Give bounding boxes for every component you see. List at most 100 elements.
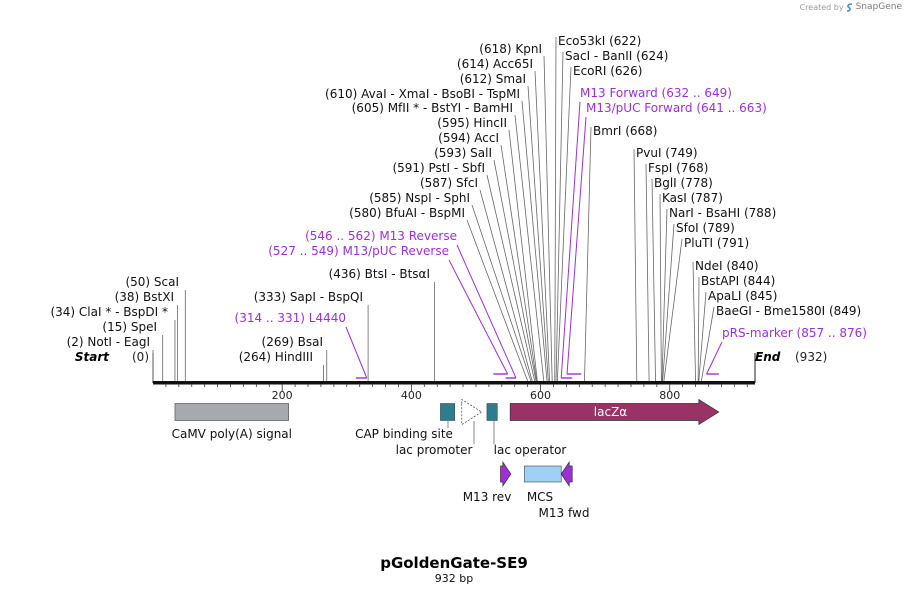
feature-label: MCS xyxy=(527,490,553,504)
feature-lac-operator xyxy=(486,403,498,421)
restriction-site-label: (15) SpeI xyxy=(102,320,157,334)
restriction-site-label: SfoI (789) xyxy=(676,221,735,235)
feature-cap-binding-site xyxy=(440,403,455,421)
feature-lacz- xyxy=(509,398,720,426)
primer-connector xyxy=(560,101,581,379)
cut-site-line xyxy=(493,159,537,382)
snapgene-logo-icon xyxy=(846,2,854,12)
cut-site-line xyxy=(471,204,532,382)
primer-connector xyxy=(566,116,587,375)
cut-site-line xyxy=(651,178,656,382)
cut-site-line xyxy=(534,70,550,382)
feature-label: M13 rev xyxy=(463,490,512,504)
cut-site-line xyxy=(466,219,529,382)
restriction-site-label: (595) HincII xyxy=(437,116,507,130)
feature-label: lacZα xyxy=(594,405,628,419)
cut-site-line xyxy=(479,189,533,382)
cut-site-line xyxy=(661,208,668,382)
cut-site-line xyxy=(700,306,715,382)
restriction-site-label: (264) HindIII xyxy=(239,350,313,364)
ruler-label: 800 xyxy=(659,389,680,402)
restriction-site-label: (614) Acc65I xyxy=(457,57,533,71)
start-position: (0) xyxy=(132,350,149,364)
sequence-backbone xyxy=(153,381,755,385)
restriction-site-label: (38) BstXI xyxy=(115,290,174,304)
restriction-site-label: FspI (768) xyxy=(648,161,708,175)
restriction-site-label: (605) MfII * - BstYI - BamHI xyxy=(352,101,513,115)
restriction-site-label: (269) BsaI xyxy=(262,335,323,349)
primer-connector xyxy=(345,326,368,379)
cut-site-line xyxy=(662,223,675,382)
feature-m13-rev xyxy=(500,460,512,488)
primer-connector xyxy=(456,244,517,379)
feature-label: CAP binding site xyxy=(355,427,453,441)
restriction-site-label: PluTI (791) xyxy=(684,236,749,250)
cut-site-line xyxy=(633,148,638,382)
cut-site-line xyxy=(555,51,564,382)
end-label: End xyxy=(755,350,781,364)
feature-camv-poly-a-signal xyxy=(174,403,289,421)
restriction-site-label: BaeGI - Bme1580I (849) xyxy=(716,304,861,318)
restriction-site-label: (612) SmaI xyxy=(460,72,526,86)
restriction-site-label: SacI - BanII (624) xyxy=(565,49,668,63)
restriction-site-label: (610) AvaI - XmaI - BsoBI - TspMI xyxy=(325,87,520,101)
restriction-site-label: BstAPI (844) xyxy=(701,274,775,288)
restriction-site-label: (436) BtsI - BtsαI xyxy=(329,267,430,281)
cut-site-line xyxy=(663,238,683,382)
plasmid-length: 932 bp xyxy=(435,572,473,585)
restriction-site-label: (333) SapI - BspQI xyxy=(254,290,363,304)
cut-site-line xyxy=(521,100,548,382)
cut-site-line xyxy=(508,129,538,382)
credit-prefix: Created by xyxy=(799,2,844,12)
cut-site-line xyxy=(556,66,572,382)
primer-connector xyxy=(706,341,723,375)
restriction-site-label: (580) BfuAI - BspMI xyxy=(349,206,465,220)
feature-label: M13 fwd xyxy=(539,506,590,520)
credit-brand: SnapGene xyxy=(855,2,902,12)
restriction-site-label: ApaLI (845) xyxy=(708,289,778,303)
feature-label: CaMV poly(A) signal xyxy=(172,427,292,441)
restriction-site-label: (593) SalI xyxy=(434,146,492,160)
feature-m13-fwd xyxy=(560,460,573,488)
restriction-site-label: PvuI (749) xyxy=(636,146,698,160)
restriction-site-label: (587) SfcI xyxy=(420,176,478,190)
cut-site-line xyxy=(697,276,700,382)
cut-site-line xyxy=(584,126,592,382)
ruler-label: 200 xyxy=(272,389,293,402)
restriction-site-label: (585) NspI - SphI xyxy=(369,191,470,205)
restriction-site-label: (34) ClaI * - BspDI * xyxy=(50,305,168,319)
restriction-site-label: KasI (787) xyxy=(662,191,723,205)
cut-site-line xyxy=(659,193,662,382)
restriction-site-label: (2) NotI - EagI xyxy=(67,335,150,349)
cut-site-line xyxy=(543,55,553,382)
primer-label: M13/pUC Forward (641 .. 663) xyxy=(586,101,767,115)
cut-site-line xyxy=(514,114,545,382)
primer-label: (314 .. 331) L4440 xyxy=(235,311,346,325)
primer-label: M13 Forward (632 .. 649) xyxy=(580,86,732,100)
restriction-site-label: BmrI (668) xyxy=(593,124,657,138)
cut-site-line xyxy=(692,261,696,382)
cut-site-line xyxy=(486,174,536,382)
cut-site-line xyxy=(698,291,707,382)
restriction-site-label: (50) ScaI xyxy=(125,275,179,289)
snapgene-credit: Created by SnapGene xyxy=(800,2,902,12)
primer-label: pRS-marker (857 .. 876) xyxy=(722,326,867,340)
restriction-site-label: NdeI (840) xyxy=(695,259,759,273)
restriction-site-label: (591) PstI - SbfI xyxy=(392,161,485,175)
cut-site-line xyxy=(527,85,549,382)
feature-mcs xyxy=(524,465,562,483)
ruler-label: 400 xyxy=(401,389,422,402)
restriction-site-label: BglI (778) xyxy=(654,176,713,190)
cut-site-line xyxy=(500,144,538,382)
feature-label: lac operator xyxy=(494,443,567,457)
restriction-site-label: NarI - BsaHI (788) xyxy=(669,206,776,220)
restriction-site-label: (618) KpnI xyxy=(479,42,542,56)
end-position: (932) xyxy=(795,350,827,364)
restriction-site-label: EcoRI (626) xyxy=(573,64,642,78)
plasmid-title: pGoldenGate-SE9 xyxy=(380,554,528,572)
primer-connector xyxy=(448,259,509,375)
start-label: Start xyxy=(75,350,110,364)
primer-label: (546 .. 562) M13 Reverse xyxy=(305,229,457,243)
